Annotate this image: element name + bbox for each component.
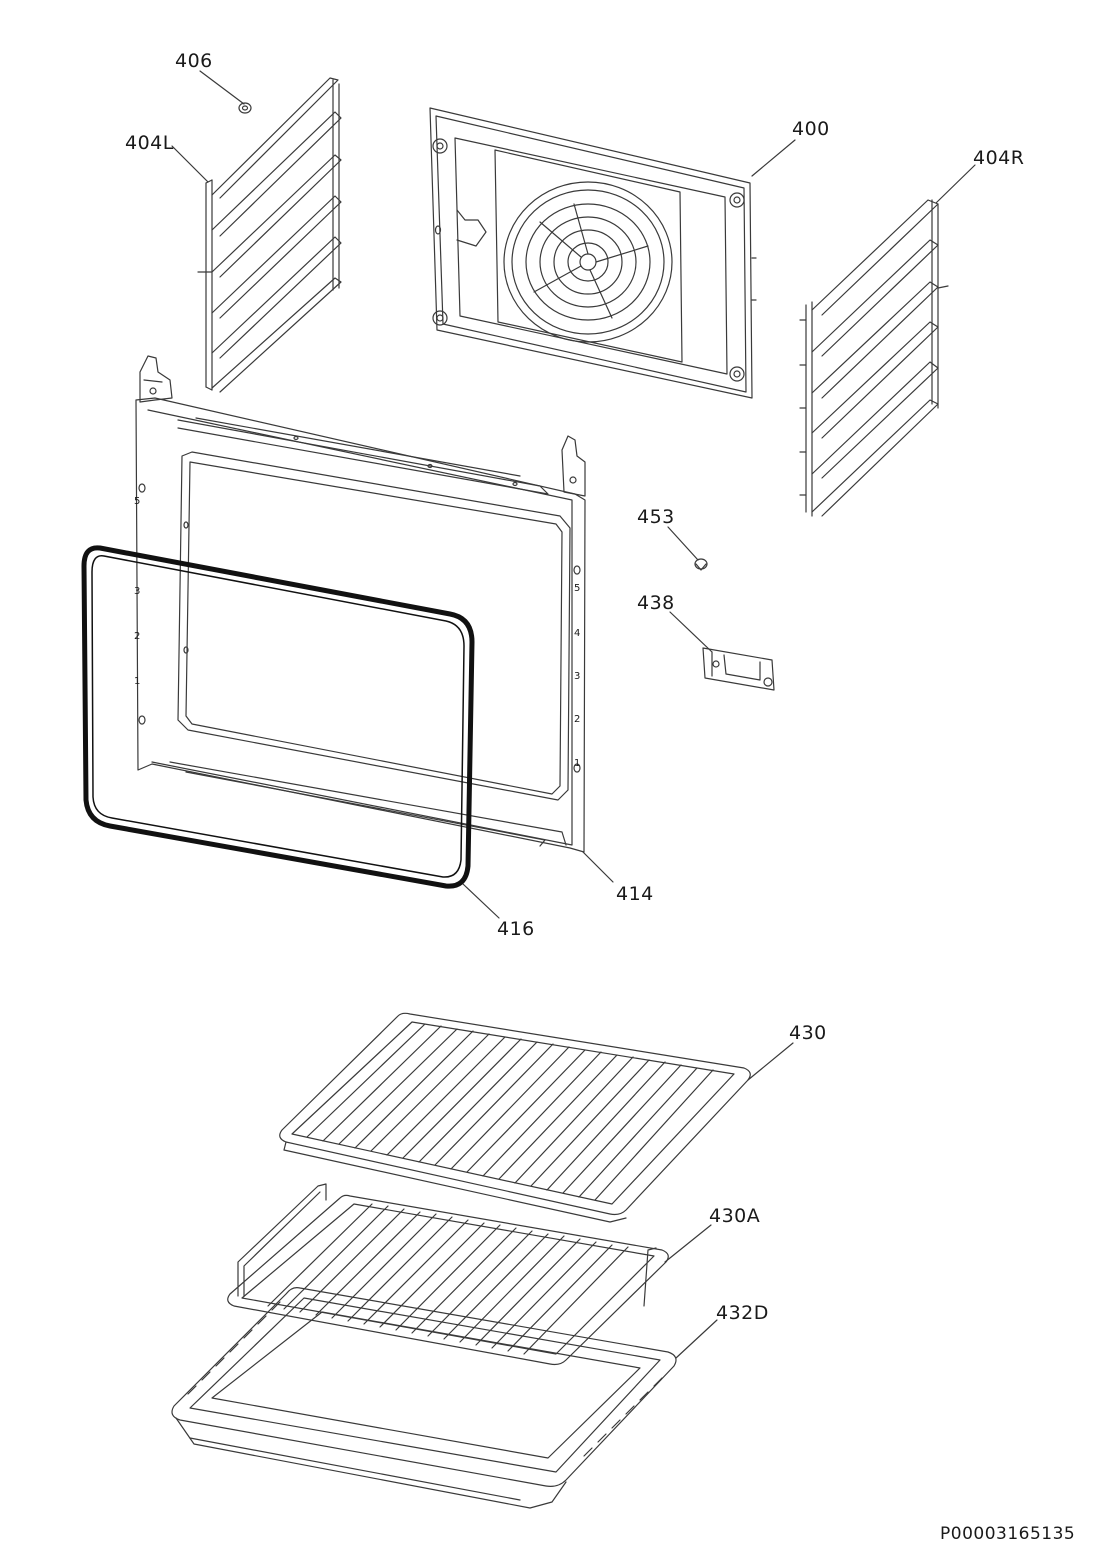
callout-404R: 404R (973, 147, 1025, 169)
frame-mark-left-5: 5 (134, 496, 141, 507)
frame-mark-left-3: 3 (134, 586, 141, 597)
part-404L-left-shelf-support (197, 77, 342, 393)
rack-bars (267, 1203, 629, 1355)
callout-406: 406 (175, 50, 213, 72)
part-404R-right-shelf-support (799, 199, 949, 517)
part-406-washer (238, 102, 252, 114)
callout-453: 453 (637, 506, 675, 528)
frame-mark-right-3: 3 (574, 671, 581, 682)
part-400-rear-panel (429, 107, 757, 399)
frame-mark-right-1: 1 (574, 758, 581, 769)
frame-mark-right-5: 5 (574, 583, 581, 594)
frame-mark-right-2: 2 (574, 714, 581, 725)
drawing-code: P00003165135 (940, 1524, 1076, 1544)
part-453-screw (694, 558, 708, 571)
part-430A-tray-rack (227, 1183, 669, 1366)
callout-438: 438 (637, 592, 675, 614)
callout-414: 414 (616, 883, 654, 905)
part-414-front-frame (135, 355, 586, 853)
part-416-door-seal (81, 545, 475, 889)
part-430-grid-shelf (279, 1012, 751, 1223)
leader-lines (171, 70, 976, 1359)
callout-404L: 404L (125, 132, 174, 154)
fan-cover (503, 181, 673, 343)
callout-430A: 430A (709, 1205, 761, 1227)
frame-mark-left-2: 2 (134, 631, 141, 642)
callout-430: 430 (789, 1022, 827, 1044)
part-432D-baking-tray (171, 1287, 677, 1509)
part-438-bracket (702, 647, 775, 691)
frame-mark-left-1: 1 (134, 676, 141, 687)
grid-bars (306, 1023, 714, 1201)
callout-400: 400 (792, 118, 830, 140)
callout-416: 416 (497, 918, 535, 940)
frame-mark-right-4: 4 (574, 628, 581, 639)
callout-432D: 432D (716, 1302, 769, 1324)
